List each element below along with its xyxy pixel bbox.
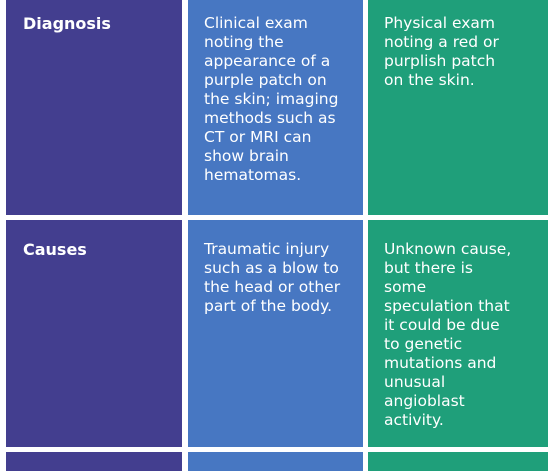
row-label-cell-partial <box>6 452 182 471</box>
row-label: Causes <box>23 240 87 259</box>
row-label-cell: Causes <box>6 220 182 447</box>
table-cell-column-b: Unknown cause, but there is some specula… <box>368 220 548 447</box>
table-cell-column-b: Physical exam noting a red or purplish p… <box>368 0 548 215</box>
table-cell-column-a: Clinical exam noting the appearance of a… <box>188 0 363 215</box>
cell-text: Clinical exam noting the appearance of a… <box>204 14 339 184</box>
cell-text: Physical exam noting a red or purplish p… <box>384 14 499 89</box>
table-cell-column-a-partial <box>188 452 363 471</box>
cell-text: Unknown cause, but there is some specula… <box>384 240 512 429</box>
table-cell-column-b-partial <box>368 452 548 471</box>
row-label: Diagnosis <box>23 14 111 33</box>
cell-text: Traumatic injury such as a blow to the h… <box>204 240 341 315</box>
table-cell-column-a: Traumatic injury such as a blow to the h… <box>188 220 363 447</box>
row-label-cell: Diagnosis <box>6 0 182 215</box>
